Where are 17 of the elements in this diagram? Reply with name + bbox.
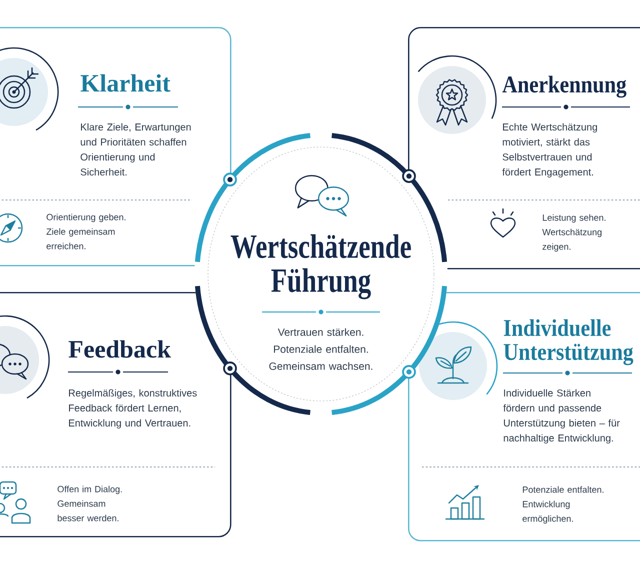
- note-text: Leistung sehen. Wertschätzung zeigen.: [542, 214, 606, 252]
- info-card: [0, 27, 232, 266]
- note-text: Orientierung geben. Ziele gemeinsam erreichen.: [46, 214, 126, 250]
- card-title: Klarheit: [80, 74, 170, 92]
- info-card: [408, 292, 640, 542]
- body-text: Individuelle Stärken fördern und passende Unterstützung bieten – für nachhaltige Entwicklung.: [503, 389, 620, 444]
- note-text: Potenziale entfalten. Entwicklung ermöglichen.: [522, 486, 604, 524]
- card-title: Individuelle Unterstützung: [504, 319, 634, 366]
- card-title: Anerkennung: [502, 76, 626, 98]
- card-title: Feedback: [68, 340, 171, 358]
- body-text: Klare Ziele, Erwartungen und Prioritäten schaffen Orientierung und Sicherheit.: [80, 123, 191, 176]
- body-text: Echte Wertschätzung motiviert, stärkt das Selbstvertrauen und fördert Engagement.: [502, 123, 597, 178]
- subtitle: Vertrauen stärken. Potenziale entfalten. Gemeinsam wachsen.: [269, 328, 372, 370]
- body-text: Regelmäßiges, konstruktives Feedback fördert Lernen, Entwicklung und Vertrauen.: [69, 389, 197, 428]
- note-text: Offen im Dialog. Gemeinsam besser werden.: [58, 486, 122, 522]
- heading: Wertschätzende Führung: [230, 234, 411, 300]
- info-card: [0, 292, 232, 538]
